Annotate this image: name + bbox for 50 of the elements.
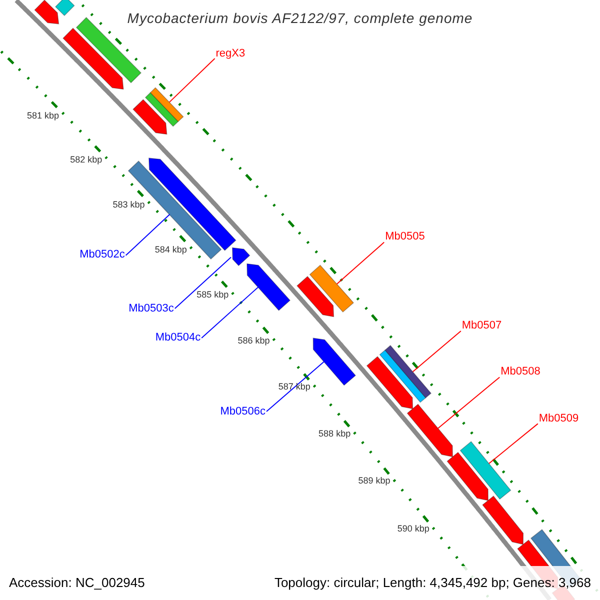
gene-feature	[296, 276, 334, 318]
scale-label: 589 kbp	[358, 476, 390, 486]
gene-feature	[379, 350, 426, 403]
gene-label: Mb0509	[538, 413, 579, 424]
gene-label: Mb0507	[462, 320, 502, 332]
gene-feature	[62, 28, 124, 90]
leader-line	[336, 242, 385, 284]
gene-feature	[366, 356, 414, 410]
scale-label: 583 kbp	[112, 200, 145, 209]
gene-label: Mb0502c	[80, 250, 125, 261]
gene-feature	[309, 264, 354, 313]
gene-feature	[482, 496, 524, 545]
gene-label: Mb0503c	[128, 303, 174, 314]
scale-label: 584 kbp	[154, 245, 187, 254]
scale-label: 582 kbp	[70, 155, 102, 164]
gene-feature	[54, 0, 75, 16]
gene-feature	[446, 452, 488, 501]
leader-line	[168, 58, 216, 103]
gene-label: Mb0508	[500, 366, 540, 378]
gene-feature	[34, 0, 60, 24]
leader-line	[125, 214, 170, 256]
gene-feature	[232, 247, 250, 266]
scale-label: 586 kbp	[238, 336, 270, 346]
gene-label: Mb0504c	[155, 332, 201, 344]
gene-feature	[246, 263, 291, 311]
gene-feature	[144, 92, 179, 127]
gene-feature	[132, 99, 168, 135]
gene-feature	[150, 87, 184, 122]
scale-label: 585 kbp	[196, 290, 229, 300]
gene-label: regX3	[216, 48, 246, 59]
gene-feature	[312, 338, 356, 386]
gene-feature	[384, 344, 432, 398]
leader-line	[438, 376, 500, 429]
leader-line	[488, 423, 538, 464]
gene-feature	[406, 404, 453, 458]
scale-label: 590 kbp	[397, 524, 430, 534]
leader-line	[201, 286, 259, 338]
leader-line	[412, 330, 462, 372]
gene-label: Mb0505	[385, 232, 425, 243]
gene-label: Mb0506c	[220, 406, 266, 418]
title: Mycobacterium bovis AF2122/97, complete genome	[127, 10, 473, 26]
scale-label: 587 kbp	[278, 382, 310, 392]
scale-label: 588 kbp	[318, 430, 351, 439]
gene-feature	[128, 160, 222, 260]
leader-line	[174, 256, 232, 309]
scale-label: 581 kbp	[27, 111, 60, 120]
gene-feature	[460, 441, 512, 500]
genome-summary-text: Topology: circular; Length: 4,345,492 bp; Genes: 3,968	[274, 574, 591, 592]
accession-text: Accession: NC_002945	[9, 574, 145, 592]
leader-line	[266, 361, 324, 412]
